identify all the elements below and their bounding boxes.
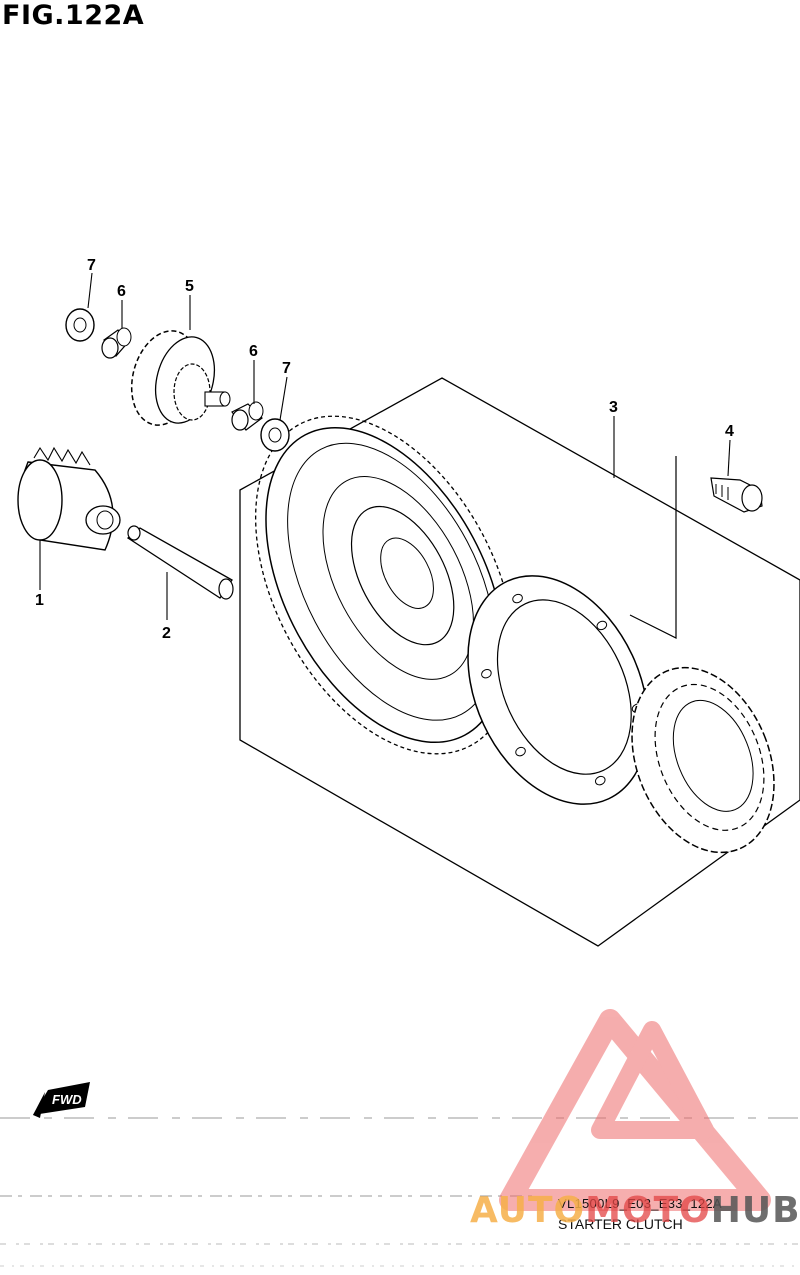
callout-7-right: 7 [282, 360, 291, 377]
bushing-right [231, 401, 264, 431]
washer-right [260, 418, 290, 452]
fwd-indicator: FWD [33, 1082, 90, 1118]
callout-6-right: 6 [249, 343, 258, 360]
assembly-outline [239, 377, 800, 947]
callout-6-left: 6 [117, 283, 126, 300]
clutch-housing [467, 575, 649, 805]
callout-5: 5 [185, 278, 194, 295]
watermark-text: AUTOMOTOHUB [470, 1190, 800, 1231]
one-way-clutch [631, 666, 775, 854]
figure-title: FIG.122A [2, 0, 145, 31]
idle-double-gear [130, 330, 231, 426]
watermark-logo-icon [499, 1009, 771, 1211]
figure-caption: STARTER CLUTCH [558, 1216, 683, 1232]
callout-3: 3 [609, 399, 618, 416]
bushing-left [101, 327, 132, 359]
fwd-label: FWD [52, 1092, 82, 1107]
starter-driven-gear [254, 415, 516, 755]
idle-gear [17, 446, 121, 551]
leader-lines [39, 272, 731, 620]
watermark-hub: HUB [710, 1190, 800, 1231]
callout-7-left: 7 [87, 257, 96, 274]
watermark-auto: AUTO [470, 1190, 586, 1231]
watermark-moto: MOTO [585, 1190, 711, 1231]
shaft [126, 525, 234, 600]
callout-4: 4 [725, 423, 734, 440]
bolt [710, 477, 763, 513]
part-4-bracket [629, 456, 677, 639]
callout-1: 1 [35, 592, 44, 609]
figure-code: VL1500L9_E03_E33_122A [558, 1196, 722, 1211]
scan-lines [0, 1117, 800, 1267]
callout-2: 2 [162, 625, 171, 642]
washer-left [65, 308, 95, 342]
